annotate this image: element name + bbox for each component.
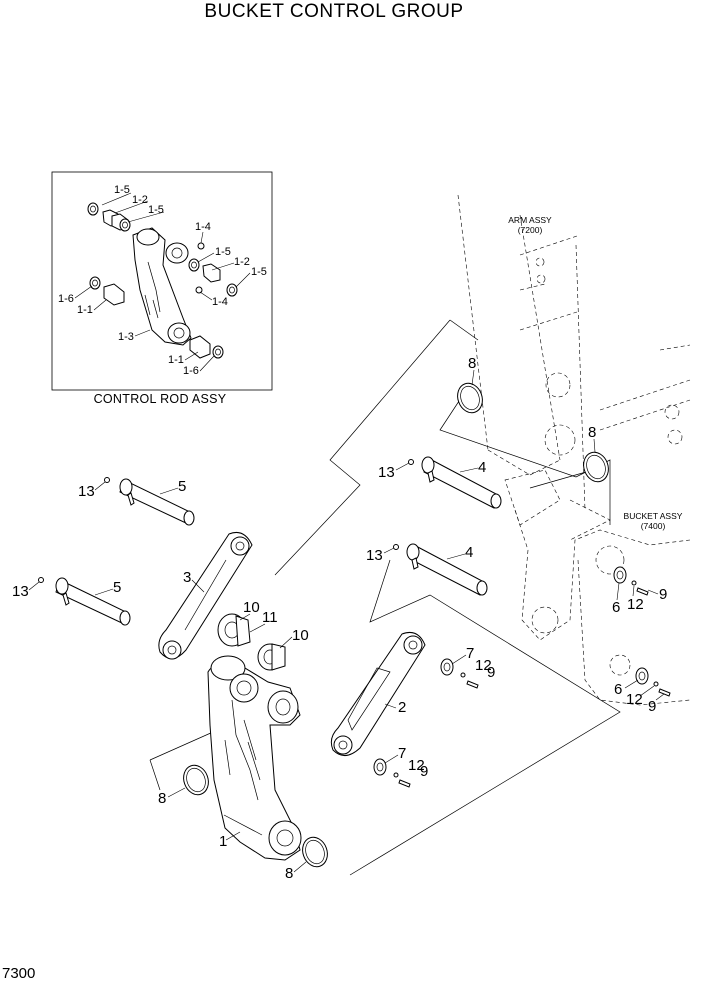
diagram-title: BUCKET CONTROL GROUP	[204, 1, 463, 22]
callout-12: 12	[408, 757, 425, 774]
callout-4: 4	[465, 544, 473, 561]
control-rod-1	[207, 655, 302, 861]
washer-bolt-set	[373, 566, 671, 788]
pin-4-lower	[406, 543, 488, 596]
snap-ring-8	[302, 836, 328, 868]
callout-4: 4	[478, 459, 486, 476]
callout-11: 11	[262, 609, 278, 626]
inset-label: 1-2	[234, 256, 250, 268]
page-number: 7300	[2, 965, 35, 982]
callout-12: 12	[626, 691, 643, 708]
spacer-10-left	[217, 613, 251, 647]
pin-5-lower	[55, 577, 131, 626]
inset-label: 1-4	[195, 221, 211, 233]
bolt-13	[38, 577, 44, 583]
callout-9: 9	[648, 698, 656, 715]
arm-structure	[457, 194, 691, 706]
bucket-assy-reference: BUCKET ASSY (7400)	[624, 511, 683, 531]
arm-assy-code: (7200)	[518, 225, 543, 235]
inset-label: 1-5	[251, 266, 267, 278]
callout-8: 8	[285, 865, 293, 882]
callout-7: 7	[466, 645, 474, 662]
bolt-13	[408, 459, 414, 465]
inset-label: 1-1	[168, 354, 184, 366]
callout-13: 13	[378, 464, 395, 481]
bucket-assy-name: BUCKET ASSY	[624, 511, 683, 521]
bolt-13	[393, 544, 399, 550]
link-2	[330, 631, 426, 756]
callout-10: 10	[292, 627, 309, 644]
callout-8: 8	[588, 424, 596, 441]
callout-13: 13	[12, 583, 29, 600]
callout-6: 6	[614, 681, 622, 698]
callout-13: 13	[366, 547, 383, 564]
snap-ring-8	[457, 382, 483, 414]
callout-7: 7	[398, 745, 406, 762]
callout-3: 3	[183, 569, 191, 586]
callout-5: 5	[113, 579, 121, 596]
callout-2: 2	[398, 699, 406, 716]
callouts: 8 8 13 4 13 5 13 4 13 5 3 10 11 10 7 12 …	[12, 355, 667, 882]
inset-labels: 1-5 1-2 1-5 1-4 1-5 1-2 1-5 1-6 1-1 1-4 …	[58, 184, 267, 377]
assembly-lines	[149, 319, 621, 876]
inset-label: 1-4	[212, 296, 228, 308]
inset-label: 1-3	[118, 331, 134, 343]
inset-caption: CONTROL ROD ASSY	[94, 392, 227, 406]
inset-label: 1-5	[215, 246, 231, 258]
control-rod-assy-inset: 1-5 1-2 1-5 1-4 1-5 1-2 1-5 1-6 1-1 1-4 …	[51, 171, 273, 406]
link-3	[158, 531, 253, 660]
arm-assy-name: ARM ASSY	[508, 215, 552, 225]
snap-ring-8	[183, 764, 209, 796]
pin-4-upper	[421, 456, 502, 509]
snap-ring-8	[583, 451, 609, 483]
inset-label: 1-2	[132, 194, 148, 206]
inset-control-rod	[132, 227, 192, 346]
callout-5: 5	[178, 478, 186, 495]
callout-13: 13	[78, 483, 95, 500]
callout-12: 12	[475, 657, 492, 674]
inset-bushings	[87, 202, 238, 359]
callout-8: 8	[158, 790, 166, 807]
arm-assy-reference: ARM ASSY (7200)	[508, 215, 552, 235]
callout-10: 10	[243, 599, 260, 616]
inset-label: 1-6	[183, 365, 199, 377]
inset-frame	[51, 171, 273, 391]
callout-9: 9	[420, 763, 428, 780]
inset-label: 1-5	[114, 184, 130, 196]
callout-6: 6	[612, 599, 620, 616]
callout-9: 9	[487, 664, 495, 681]
callout-12: 12	[627, 596, 644, 613]
callout-8: 8	[468, 355, 476, 372]
callout-9: 9	[659, 586, 667, 603]
bucket-assy-code: (7400)	[641, 521, 666, 531]
inset-label: 1-1	[77, 304, 93, 316]
callout-1: 1	[219, 833, 227, 850]
bolt-13	[104, 477, 110, 483]
pin-5-upper	[119, 478, 195, 526]
spacer-10-right	[257, 643, 286, 671]
inset-label: 1-6	[58, 293, 74, 305]
